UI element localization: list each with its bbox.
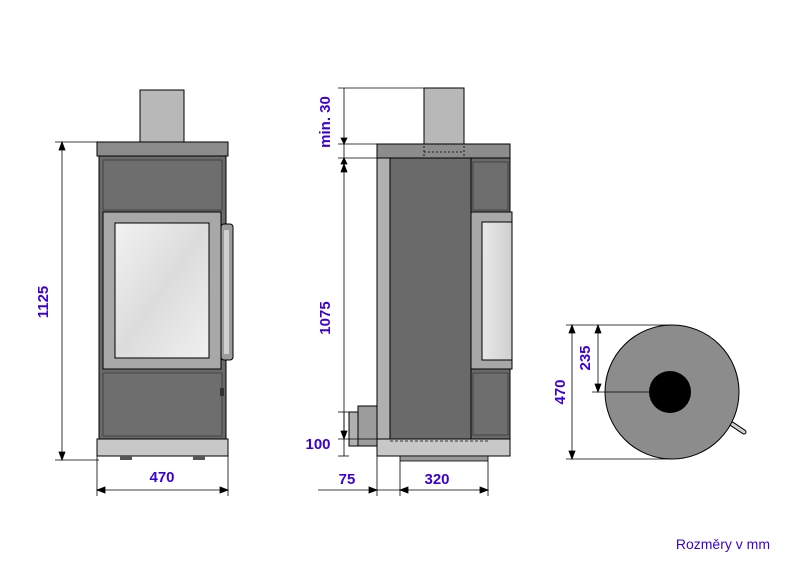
front-dimension-lines (55, 140, 230, 496)
front-upper-panel (102, 159, 223, 211)
side-main-panel (389, 157, 472, 440)
side-rear-panel (376, 157, 391, 440)
base-depth-label: 320 (424, 471, 449, 488)
front-flue-pipe (139, 89, 185, 143)
top-dimension-lines (566, 323, 672, 461)
side-view (348, 87, 513, 462)
side-flue-pipe (423, 87, 465, 145)
outlet-offset-label: 75 (339, 471, 356, 488)
top-offset-label: 235 (577, 345, 594, 370)
front-base (96, 438, 229, 457)
side-base (376, 438, 511, 457)
side-glass (481, 221, 513, 361)
flue-clearance-label: min. 30 (317, 96, 334, 148)
outlet-height-label: 100 (305, 436, 330, 453)
front-glass (114, 222, 210, 359)
front-top-plate (96, 141, 229, 157)
top-diameter-label: 470 (552, 379, 569, 404)
front-view (96, 89, 234, 460)
side-dimension-lines (318, 87, 490, 496)
body-height-label: 1075 (317, 301, 334, 334)
front-width-label: 470 (149, 469, 174, 486)
side-top-plate (376, 143, 511, 159)
top-view-flue-hole (649, 371, 691, 413)
front-height-label: 1125 (35, 286, 52, 319)
front-lower-panel (102, 372, 223, 437)
units-note: Rozměry v mm (675, 536, 770, 552)
